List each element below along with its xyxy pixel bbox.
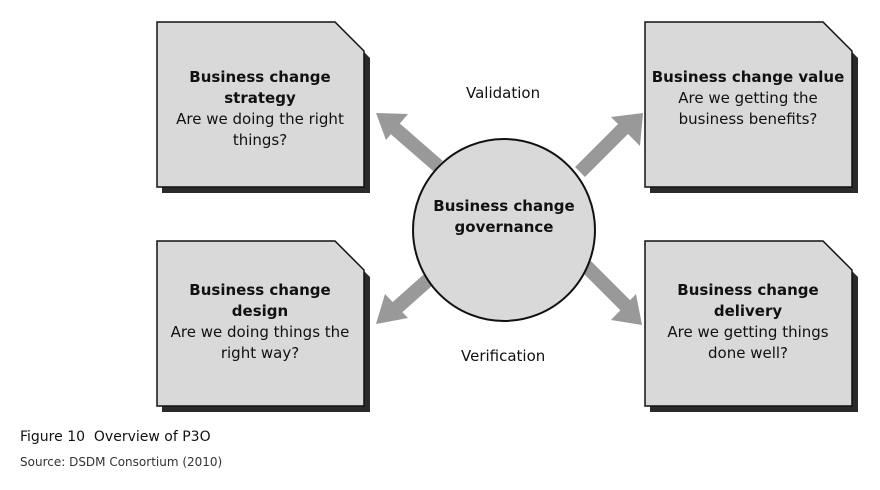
box-value-shape	[644, 21, 853, 188]
verification-label: Verification	[461, 347, 546, 365]
box-title-value: Business change value	[651, 68, 845, 86]
box-business-change-design: Business change design Are we doing thin…	[155, 240, 365, 405]
box-question-strategy: Are we doing the right things?	[176, 110, 344, 149]
arrows	[376, 113, 643, 325]
box-title-delivery: Business change delivery	[677, 281, 819, 320]
validation-label: Validation	[466, 84, 541, 102]
figure-source: Source: DSDM Consortium (2010)	[20, 455, 223, 469]
box-question-design: Are we doing things the right way?	[170, 323, 350, 362]
box-design-shape	[156, 240, 365, 407]
box-delivery-shape	[644, 240, 853, 407]
box-question-value: Are we getting the business benefits?	[678, 89, 818, 128]
box-title-strategy: Business change strategy	[189, 68, 331, 107]
governance-label: Business change governance	[433, 197, 575, 236]
box-business-change-strategy: Business change strategy Are we doing th…	[155, 21, 365, 186]
governance-circle	[412, 138, 596, 322]
figure-caption: Figure 10 Overview of P3O	[20, 429, 211, 445]
box-business-change-value: Business change value Are we getting the…	[643, 21, 853, 186]
arrow-to-value	[575, 113, 643, 177]
box-title-design: Business change design	[189, 281, 331, 320]
arrow-to-delivery	[581, 261, 642, 325]
arrow-to-strategy	[376, 113, 443, 172]
box-strategy-shape	[156, 21, 365, 188]
box-shapes	[156, 21, 853, 407]
box-business-change-delivery: Business change delivery Are we getting …	[643, 240, 853, 405]
arrow-to-design	[376, 274, 433, 324]
box-question-delivery: Are we getting things done well?	[667, 323, 829, 362]
